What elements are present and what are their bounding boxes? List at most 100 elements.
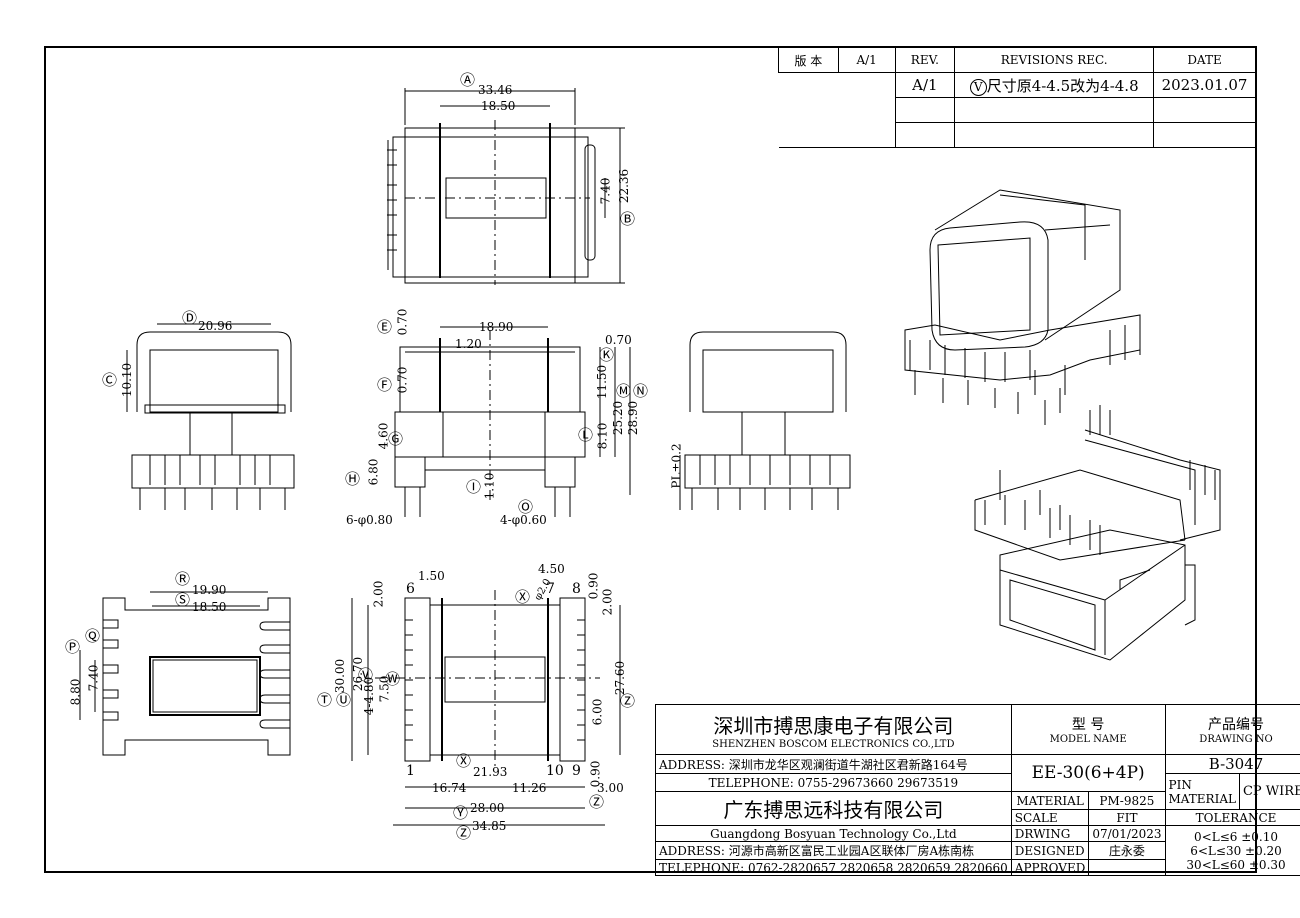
rev-rec-label: REVISIONS REC.	[954, 47, 1155, 73]
dim-6-00: 6.00	[590, 698, 605, 726]
circle-U: Ⓤ	[336, 691, 352, 709]
tol1-range: 0<L≤6	[1194, 829, 1238, 844]
dim-34-85: 34.85	[472, 819, 507, 833]
title-block: 深圳市搏思康电子有限公司 SHENZHEN BOSCOM ELECTRONICS…	[655, 704, 1300, 876]
dim-10-10: 10.10	[120, 362, 135, 398]
row1-rev: A/1	[894, 72, 956, 98]
material-value: PM-9825	[1088, 791, 1166, 810]
revision-marker: V	[969, 78, 987, 96]
circle-Q: Ⓠ	[85, 627, 101, 645]
dim-2-00-r: 2.00	[600, 588, 615, 616]
dim-18-50: 18.50	[481, 99, 516, 113]
circle-X-top: Ⓧ	[515, 588, 531, 606]
dim-0-70-a: 0.70	[395, 308, 410, 336]
tol2-value: ±0.20	[1245, 843, 1282, 858]
address-2: ADDRESS: 河源市高新区富民工业园A区联体厂房A栋南栋	[655, 841, 1012, 860]
pin-1: 1	[406, 763, 415, 779]
dim-16-74: 16.74	[432, 781, 467, 795]
dim-27-60: 27.60	[613, 660, 628, 696]
row1-desc: 尺寸原4-4.5改为4-4.8	[986, 76, 1139, 95]
pin-8: 8	[572, 581, 581, 597]
model-label: 型 号 MODEL NAME	[1010, 704, 1166, 755]
iso-view-top	[904, 189, 1141, 425]
circle-H: Ⓗ	[345, 470, 361, 488]
circle-D: Ⓓ	[182, 309, 198, 327]
dim-1-10: 1.10	[482, 472, 497, 500]
drawing-no-cn: 产品编号	[1208, 717, 1265, 733]
version-value: A/1	[837, 47, 896, 73]
dim-3-00: 3.00	[597, 781, 624, 795]
scale-label: SCALE	[1010, 809, 1090, 826]
company-2: 广东搏思远科技有限公司	[655, 791, 1012, 826]
version-label: 版 本	[778, 47, 839, 73]
rev-blank	[778, 72, 896, 148]
dim-18-50-b: 18.50	[192, 600, 227, 614]
row2-text	[954, 97, 1155, 123]
company2-en: Guangdong Bosyuan Technology Co.,Ltd	[655, 825, 1012, 842]
circle-S: Ⓢ	[175, 591, 191, 609]
row2-rev	[894, 97, 956, 123]
circle-O: Ⓞ	[518, 498, 534, 516]
pin-7: 7	[546, 581, 555, 597]
dim-28-90: 28.90	[626, 400, 641, 436]
dim-21-93: 21.93	[473, 765, 508, 779]
bottom-center-view	[351, 590, 621, 826]
circle-K: Ⓚ	[599, 346, 615, 364]
address-1: ADDRESS: 深圳市龙华区观澜街道牛湖社区君新路164号	[655, 754, 1012, 774]
row3-rev	[894, 122, 956, 148]
dim-7-40: 7.40	[598, 177, 613, 205]
circle-I: Ⓘ	[466, 478, 482, 496]
dim-6-80: 6.80	[366, 458, 381, 486]
designed-label: DESIGNED	[1010, 841, 1090, 860]
bottom-left-view	[79, 591, 291, 756]
model-label-en: MODEL NAME	[1049, 734, 1127, 745]
tol3-range: 30<L≤60	[1186, 857, 1246, 872]
top-view	[387, 88, 625, 285]
tol2-range: 6<L≤30	[1190, 843, 1242, 858]
row2-date	[1153, 97, 1256, 123]
material-label: MATERIAL	[1010, 791, 1090, 810]
pin-material-label: PIN MATERIAL	[1164, 773, 1240, 810]
left-side-view	[126, 323, 295, 510]
dim-33-46: 33.46	[478, 83, 513, 97]
company-1: 深圳市搏思康电子有限公司 SHENZHEN BOSCOM ELECTRONICS…	[655, 704, 1012, 755]
pin-6: 6	[406, 581, 415, 597]
dim-4-50: 4.50	[538, 562, 565, 576]
pin-9: 9	[572, 763, 581, 779]
telephone-2: TELEPHONE: 0762-2820657 2820658 2820659 …	[655, 859, 1012, 876]
row1-date: 2023.01.07	[1153, 72, 1256, 98]
dim-4-4-80: 4-4.80	[362, 676, 377, 716]
designed-value: 庄永委	[1088, 841, 1166, 860]
iso-view-bottom	[974, 405, 1221, 661]
right-side-view	[679, 331, 851, 510]
dim-pin6: 6-φ0.80	[346, 513, 393, 527]
telephone-1: TELEPHONE: 0755-29673660 29673519	[655, 773, 1012, 792]
model-value: EE-30(6+4P)	[1010, 754, 1166, 792]
dim-22-36: 22.36	[617, 168, 632, 204]
dim-19-90: 19.90	[192, 583, 227, 597]
company-en: SHENZHEN BOSCOM ELECTRONICS CO.,LTD	[712, 738, 955, 750]
dim-1-20: 1.20	[455, 337, 482, 351]
circle-M: Ⓜ	[616, 382, 632, 400]
drawing-no-value: B-3047	[1164, 754, 1300, 774]
dim-8-80: 8.80	[68, 678, 83, 706]
pin-10: 10	[546, 763, 564, 779]
dim-8-10: 8.10	[595, 422, 610, 450]
tol1-value: ±0.10	[1241, 829, 1279, 844]
drawing-label: DRWING	[1010, 825, 1090, 842]
dim-20-96: 20.96	[198, 319, 233, 333]
dim-2-00-l: 2.00	[371, 580, 386, 608]
circle-Z-right: Ⓩ	[620, 692, 636, 710]
dim-0-70-c: 0.70	[605, 333, 632, 347]
row3-text	[954, 122, 1155, 148]
tolerance-table: 0<L≤6 ±0.10 6<L≤30 ±0.20 30<L≤60 ±0.30	[1164, 825, 1300, 876]
dim-30-00: 30.00	[333, 658, 348, 694]
circle-Z: Ⓩ	[456, 824, 472, 842]
pin-material-value: CP WIRE	[1238, 773, 1300, 810]
circle-L: Ⓛ	[578, 426, 594, 444]
rev-label: REV.	[894, 47, 956, 73]
row3-date	[1153, 122, 1256, 148]
